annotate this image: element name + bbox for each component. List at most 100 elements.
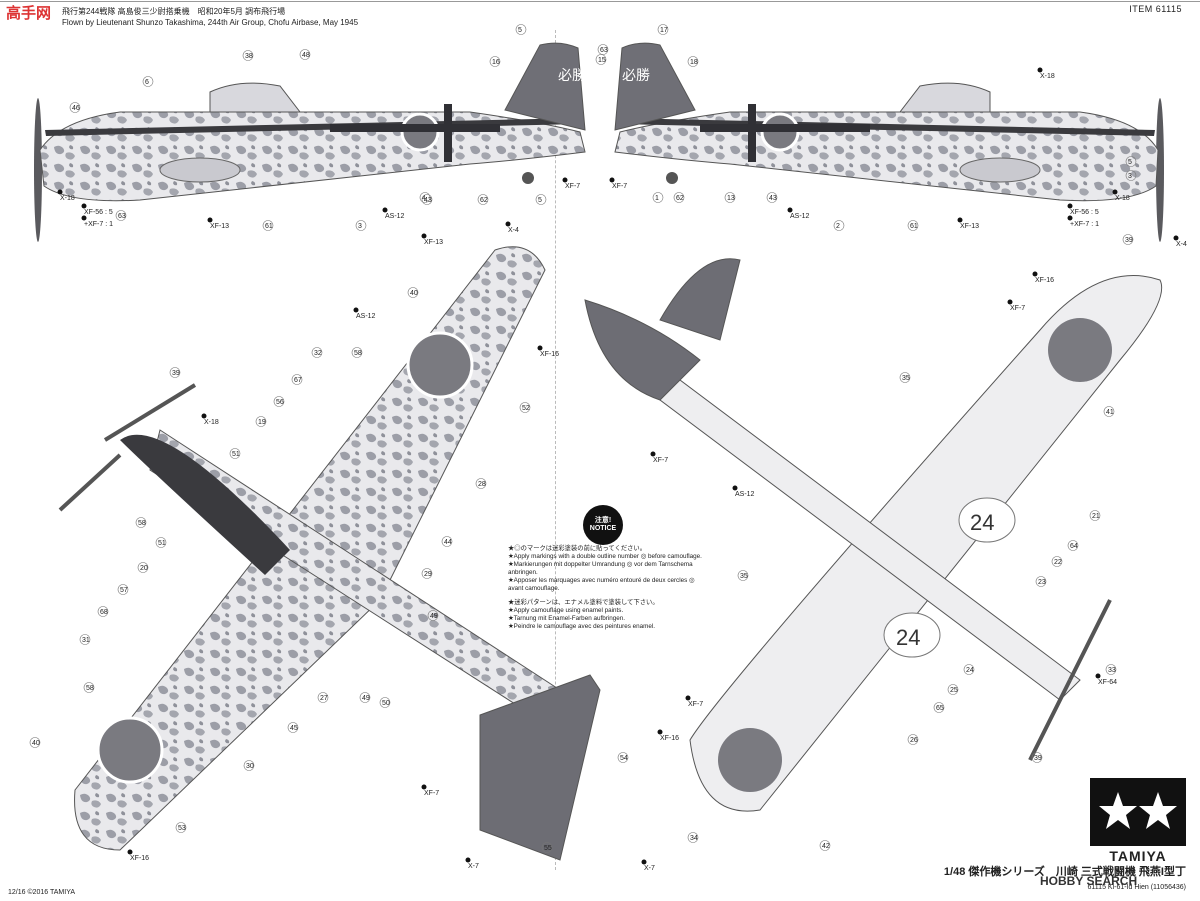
callout-circle bbox=[737, 570, 749, 581]
paint-dot bbox=[562, 177, 568, 183]
callout-number: 3 bbox=[358, 223, 362, 230]
callout-number: 64 bbox=[1070, 543, 1078, 550]
paint-dot bbox=[1173, 235, 1179, 241]
paint-dot bbox=[1095, 673, 1101, 679]
callout-number: 29 bbox=[424, 571, 432, 578]
callout-number: 48 bbox=[302, 52, 310, 59]
callout-circle bbox=[963, 664, 975, 675]
paint-code-label: AS-12 bbox=[790, 213, 810, 220]
notice-badge-en: NOTICE bbox=[589, 525, 617, 532]
series-title: 1/48 傑作機シリーズ 川崎 三式戦闘機 飛燕I型丁 bbox=[943, 866, 1186, 878]
callout-number: 5 bbox=[518, 27, 522, 34]
callout-number: 68 bbox=[100, 609, 108, 616]
hobby-search-watermark: HOBBY SEARCH bbox=[1040, 874, 1138, 888]
callout-number: 28 bbox=[478, 481, 486, 488]
callout-circle bbox=[766, 192, 778, 203]
tailwheel-right bbox=[666, 172, 678, 184]
callout-circle bbox=[1122, 234, 1134, 245]
callout-number: 65 bbox=[936, 705, 944, 712]
callout-number: 18 bbox=[690, 59, 698, 66]
callout-circle bbox=[407, 287, 419, 298]
callout-circle bbox=[421, 568, 433, 579]
paint-code-label: +XF-7 : 1 bbox=[84, 221, 113, 228]
paint-code-label: XF-16 bbox=[1035, 277, 1054, 284]
callout-circle bbox=[1035, 576, 1047, 587]
propeller-right bbox=[1156, 98, 1164, 242]
callout-number: 45 bbox=[290, 725, 298, 732]
callout-circle bbox=[1051, 556, 1063, 567]
callout-number: 67 bbox=[294, 377, 302, 384]
paint-code-label: X-18 bbox=[1040, 73, 1055, 80]
paint-dot bbox=[537, 345, 543, 351]
paint-dot bbox=[382, 207, 388, 213]
callout-circle bbox=[819, 840, 831, 851]
callout-circle bbox=[489, 56, 501, 67]
paint-dot bbox=[1067, 215, 1073, 221]
callout-circle bbox=[617, 752, 629, 763]
paint-dot bbox=[81, 203, 87, 209]
tail-kanji-right: 必勝 bbox=[622, 68, 650, 84]
callout-circle bbox=[597, 44, 609, 55]
paint-dot bbox=[1067, 203, 1073, 209]
callout-number: 5 bbox=[1128, 159, 1132, 166]
callout-number: 3 bbox=[1128, 173, 1132, 180]
paint-code-label: XF-16 bbox=[660, 735, 679, 742]
propeller-left bbox=[34, 98, 42, 242]
notice-line: ★Markierungen mit doppelter Umrandung ◎ … bbox=[508, 561, 693, 577]
brand-word: TAMIYA bbox=[1109, 848, 1167, 864]
paint-dot bbox=[353, 307, 359, 313]
paint-dot bbox=[732, 485, 738, 491]
paint-dot bbox=[201, 413, 207, 419]
callout-circle bbox=[441, 536, 453, 547]
callout-circle bbox=[687, 56, 699, 67]
callout-number: 30 bbox=[246, 763, 254, 770]
paint-code-label: AS-12 bbox=[385, 213, 405, 220]
paint-code-label: XF-16 bbox=[130, 855, 149, 862]
paint-code-label: +XF-7 : 1 bbox=[1070, 221, 1099, 228]
callout-number: 32 bbox=[314, 350, 322, 357]
paint-dot bbox=[1007, 299, 1013, 305]
callout-circle bbox=[595, 54, 607, 65]
paint-dot bbox=[57, 189, 63, 195]
callout-circle bbox=[317, 692, 329, 703]
product-code: 61115 Ki-61-Id Hien (11056436) bbox=[1087, 884, 1186, 891]
callout-circle bbox=[535, 194, 547, 205]
notice-line: ★Apposer les marquages avec numéro entou… bbox=[508, 577, 695, 593]
paint-dot bbox=[1112, 189, 1118, 195]
callout-number: 63 bbox=[118, 213, 126, 220]
callout-number: 58 bbox=[354, 350, 362, 357]
callout-circle bbox=[657, 24, 669, 35]
callout-circle bbox=[69, 102, 81, 113]
callout-number: 57 bbox=[120, 587, 128, 594]
callout-number: 21 bbox=[1092, 513, 1100, 520]
callout-number: 13 bbox=[727, 195, 735, 202]
paint-dot bbox=[421, 233, 427, 239]
callout-circle bbox=[421, 194, 433, 205]
callout-number: 26 bbox=[910, 737, 918, 744]
callout-circle bbox=[419, 192, 431, 203]
callout-number: 61 bbox=[265, 223, 273, 230]
callout-number: 42 bbox=[822, 843, 830, 850]
paint-code-label: XF-7 bbox=[688, 701, 703, 708]
callout-circle bbox=[652, 192, 664, 203]
notice-box: ★◎のマークは迷彩塗装の前に貼ってください。 ★Apply markings w… bbox=[508, 545, 708, 631]
tamiya-logo: TAMIYA bbox=[1090, 778, 1186, 864]
callout-number: 58 bbox=[86, 685, 94, 692]
callout-circle bbox=[243, 760, 255, 771]
callout-number: 51 bbox=[158, 540, 166, 547]
callout-circle bbox=[117, 584, 129, 595]
notice-badge-jp: 注意! bbox=[594, 516, 612, 524]
callout-number: 39 bbox=[1034, 755, 1042, 762]
callout-number: 56 bbox=[276, 399, 284, 406]
callout-number: 5 bbox=[538, 197, 542, 204]
top-view-plane bbox=[58, 246, 601, 861]
callout-circle bbox=[933, 702, 945, 713]
callout-number: 25 bbox=[950, 687, 958, 694]
number-marking-1: 24 bbox=[970, 510, 994, 535]
callout-circle bbox=[1103, 406, 1115, 417]
subtitle-jp: 飛行第244戦隊 高島俊三少尉搭乗機 昭和20年5月 調布飛行場 bbox=[62, 7, 286, 16]
callout-number: 40 bbox=[32, 740, 40, 747]
callout-circle bbox=[1105, 664, 1117, 675]
paint-code-label: XF-64 bbox=[1098, 679, 1117, 686]
callout-circle bbox=[229, 448, 241, 459]
